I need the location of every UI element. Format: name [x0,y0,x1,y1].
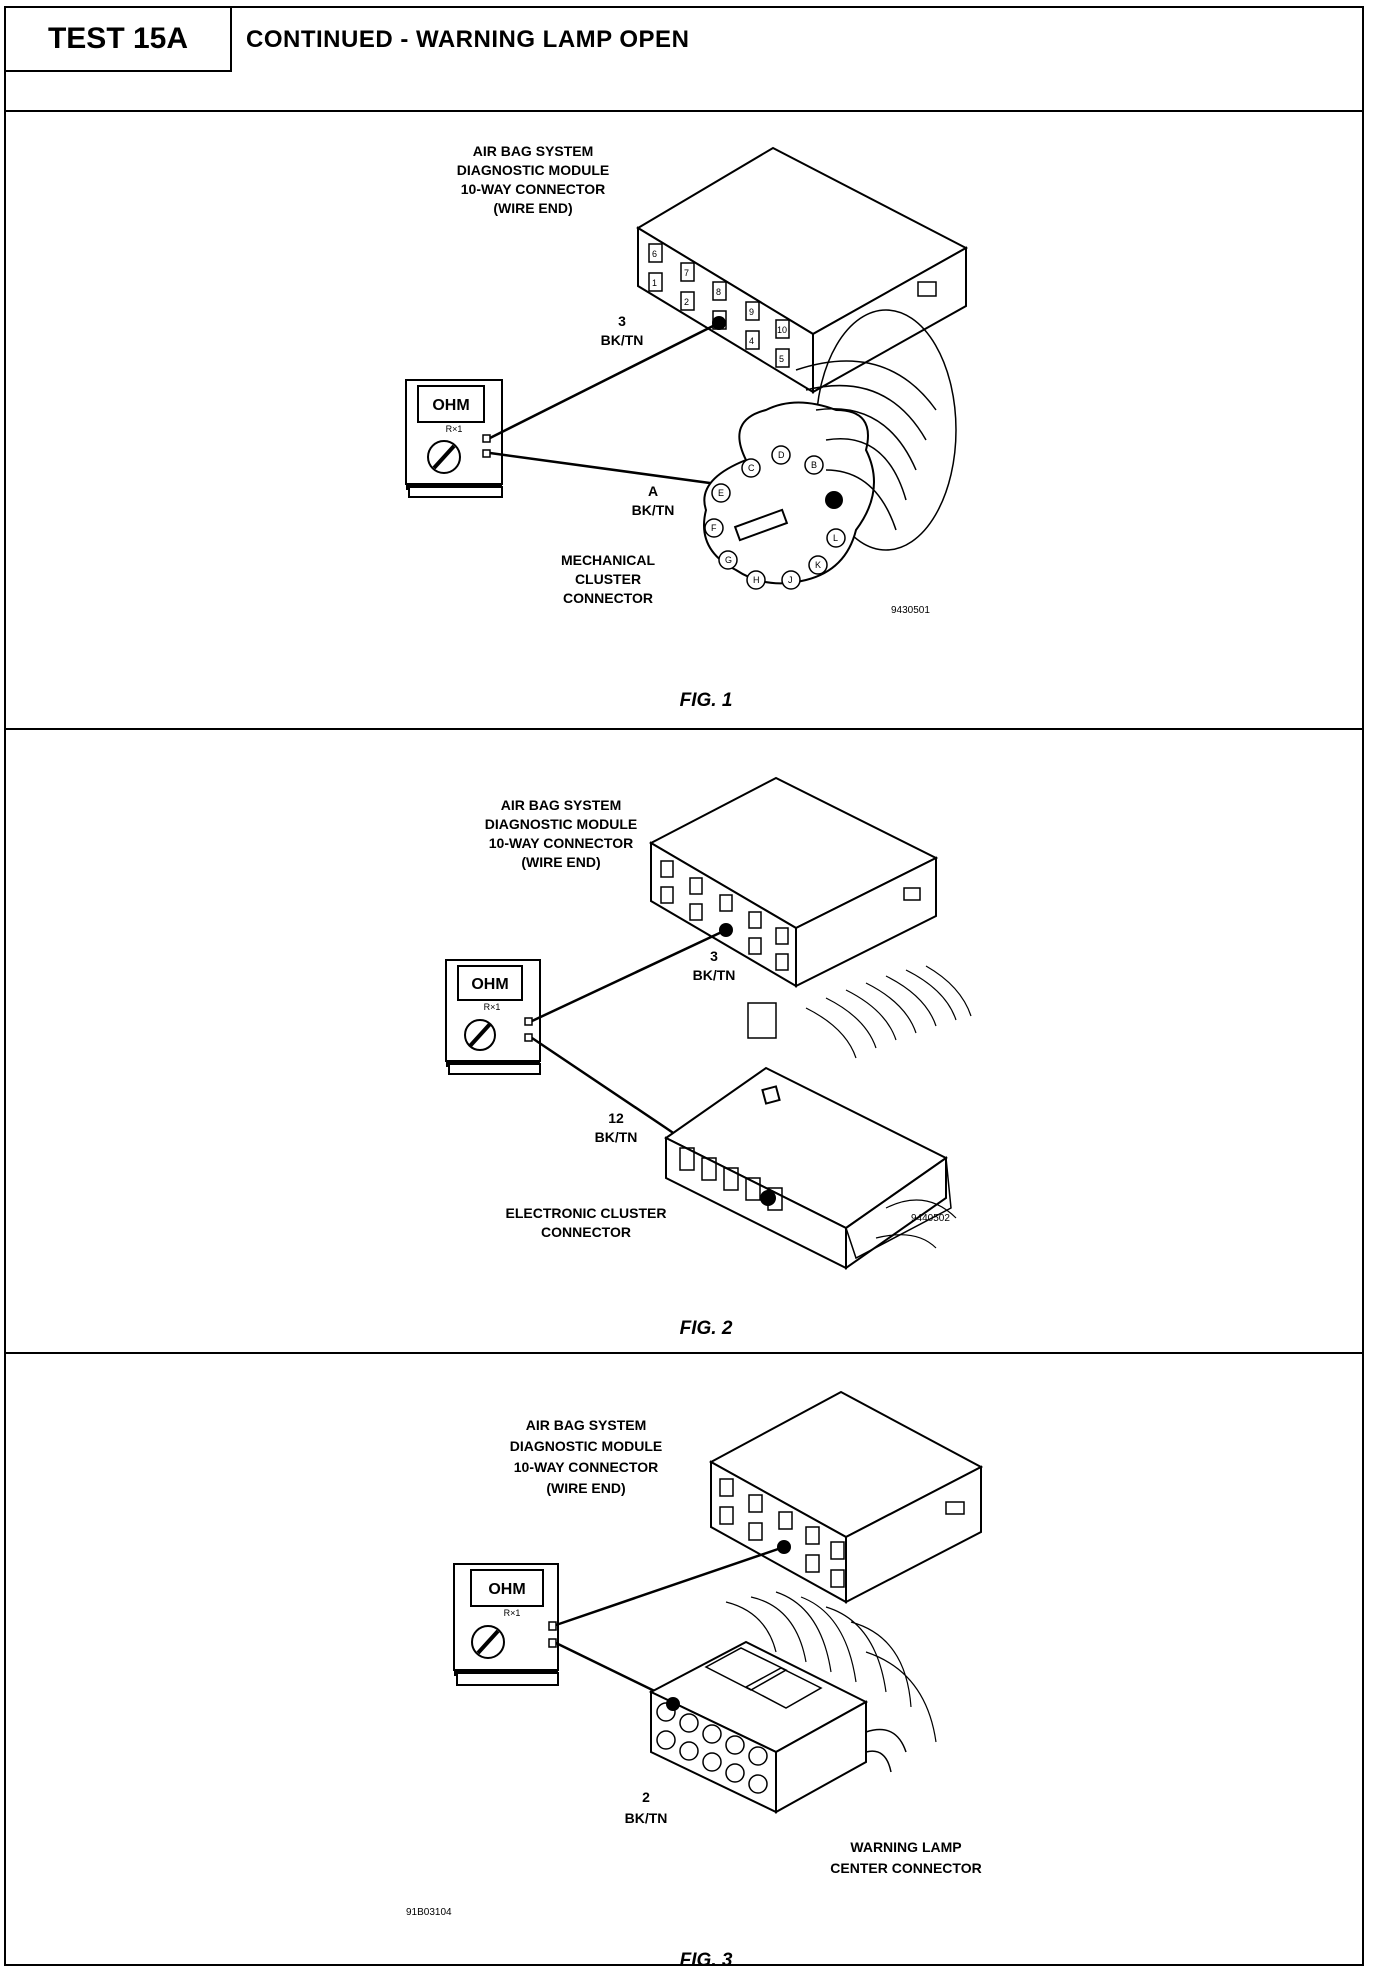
module-pin-numbers: 6 7 8 9 10 1 2 4 5 [652,249,787,364]
svg-text:(WIRE END): (WIRE END) [546,1480,625,1496]
svg-text:AIR BAG SYSTEM: AIR BAG SYSTEM [526,1417,647,1433]
part-number: 9440502 [911,1213,950,1224]
ohmmeter: OHM R×1 [405,379,503,498]
ohmmeter: OHM R×1 [453,1563,559,1686]
figure-3-diagram: AIR BAG SYSTEM DIAGNOSTIC MODULE 10-WAY … [406,1390,984,1964]
module-label: AIR BAG SYSTEM DIAGNOSTIC MODULE 10-WAY … [510,1417,662,1496]
svg-text:2: 2 [684,297,689,307]
meter-range: R×1 [446,424,463,434]
wire-1-label: 3 BK/TN [601,313,644,348]
wire-2-label: 12 BK/TN [595,1110,638,1145]
svg-text:10-WAY CONNECTOR: 10-WAY CONNECTOR [514,1459,658,1475]
figure-caption: FIG. 3 [680,1950,733,1964]
svg-text:5: 5 [779,354,784,364]
svg-text:BK/TN: BK/TN [693,967,736,983]
meter-display: OHM [432,397,469,414]
svg-text:3: 3 [710,948,718,964]
svg-text:CLUSTER: CLUSTER [575,571,641,587]
wire-1-label: 3 BK/TN [693,948,736,983]
figure-1-diagram: AIR BAG SYSTEM DIAGNOSTIC MODULE 10-WAY … [405,143,969,711]
svg-text:BK/TN: BK/TN [632,502,675,518]
svg-text:CENTER CONNECTOR: CENTER CONNECTOR [830,1860,981,1876]
diagnostic-module-connector [636,146,969,394]
lamp-pin-2-probe-point [666,1697,680,1711]
test-number: TEST 15A [6,8,232,72]
figure-1-panel: AIR BAG SYSTEM DIAGNOSTIC MODULE 10-WAY … [6,110,1362,730]
part-number: 91B03104 [406,1907,452,1918]
module-label: AIR BAG SYSTEM DIAGNOSTIC MODULE 10-WAY … [457,143,609,216]
figure-caption: FIG. 2 [680,1318,733,1339]
test-title: CONTINUED - WARNING LAMP OPEN [246,26,690,53]
figure-3-panel: AIR BAG SYSTEM DIAGNOSTIC MODULE 10-WAY … [6,1352,1362,1964]
svg-text:DIAGNOSTIC MODULE: DIAGNOSTIC MODULE [510,1438,662,1454]
svg-text:G: G [725,555,732,565]
svg-text:ELECTRONIC CLUSTER: ELECTRONIC CLUSTER [506,1205,667,1221]
connector-label: WARNING LAMP CENTER CONNECTOR [830,1839,981,1876]
svg-text:WARNING LAMP: WARNING LAMP [850,1839,961,1855]
svg-text:DIAGNOSTIC MODULE: DIAGNOSTIC MODULE [485,816,637,832]
svg-text:4: 4 [749,336,754,346]
warning-lamp-center-connector [648,1591,937,1814]
svg-text:CONNECTOR: CONNECTOR [541,1224,631,1240]
svg-text:2: 2 [642,1789,650,1805]
svg-text:A: A [648,483,658,499]
svg-text:(WIRE END): (WIRE END) [493,200,572,216]
svg-text:AIR BAG SYSTEM: AIR BAG SYSTEM [473,143,594,159]
cluster-pin-letters: C D B E F L G K H J [711,450,838,585]
wire-2-label: 2 BK/TN [625,1789,668,1826]
cluster-pins [704,445,846,590]
svg-text:C: C [748,463,755,473]
diagnostic-module-connector [648,776,939,988]
sheet-header: TEST 15A CONTINUED - WARNING LAMP OPEN [6,8,1362,112]
svg-text:6: 6 [652,249,657,259]
meter-display: OHM [488,1581,525,1598]
svg-text:9: 9 [749,307,754,317]
figure-2-panel: AIR BAG SYSTEM DIAGNOSTIC MODULE 10-WAY … [6,728,1362,1354]
svg-text:D: D [778,450,785,460]
svg-text:10: 10 [777,325,787,335]
ohmmeter: OHM R×1 [445,959,541,1075]
svg-text:E: E [718,488,724,498]
svg-text:10-WAY CONNECTOR: 10-WAY CONNECTOR [489,835,633,851]
test-lead-1 [531,928,727,1023]
module-label: AIR BAG SYSTEM DIAGNOSTIC MODULE 10-WAY … [485,797,637,870]
meter-range: R×1 [504,1608,521,1618]
cluster-pin-12-probe-point [760,1190,776,1206]
wire-2-label: A BK/TN [632,483,675,518]
svg-text:BK/TN: BK/TN [601,332,644,348]
svg-text:8: 8 [716,287,721,297]
svg-text:J: J [788,575,793,585]
svg-text:7: 7 [684,268,689,278]
svg-text:B: B [811,460,817,470]
connector-label: ELECTRONIC CLUSTER CONNECTOR [506,1205,667,1240]
svg-text:BK/TN: BK/TN [595,1129,638,1145]
svg-text:MECHANICAL: MECHANICAL [561,552,656,568]
figure-caption: FIG. 1 [680,690,733,711]
svg-text:3: 3 [618,313,626,329]
test-lead-1 [489,321,720,440]
svg-text:AIR BAG SYSTEM: AIR BAG SYSTEM [501,797,622,813]
svg-text:(WIRE END): (WIRE END) [521,854,600,870]
svg-text:F: F [711,523,717,533]
svg-text:H: H [753,575,760,585]
cluster-pin-a-probe-point [825,491,843,509]
svg-text:10-WAY CONNECTOR: 10-WAY CONNECTOR [461,181,605,197]
diagnostic-sheet: TEST 15A CONTINUED - WARNING LAMP OPEN A… [4,6,1364,1966]
svg-text:1: 1 [652,278,657,288]
part-number: 9430501 [891,605,930,616]
meter-range: R×1 [484,1002,501,1012]
svg-text:12: 12 [608,1110,624,1126]
electronic-cluster-connector [664,965,972,1270]
svg-text:CONNECTOR: CONNECTOR [563,590,653,606]
svg-text:K: K [815,560,821,570]
figure-2-diagram: AIR BAG SYSTEM DIAGNOSTIC MODULE 10-WAY … [445,776,972,1339]
svg-text:L: L [833,533,838,543]
connector-label: MECHANICAL CLUSTER CONNECTOR [561,552,656,606]
svg-text:DIAGNOSTIC MODULE: DIAGNOSTIC MODULE [457,162,609,178]
svg-text:BK/TN: BK/TN [625,1810,668,1826]
test-lead-1 [555,1545,785,1627]
meter-display: OHM [471,976,508,993]
diagnostic-module-connector [708,1390,984,1604]
